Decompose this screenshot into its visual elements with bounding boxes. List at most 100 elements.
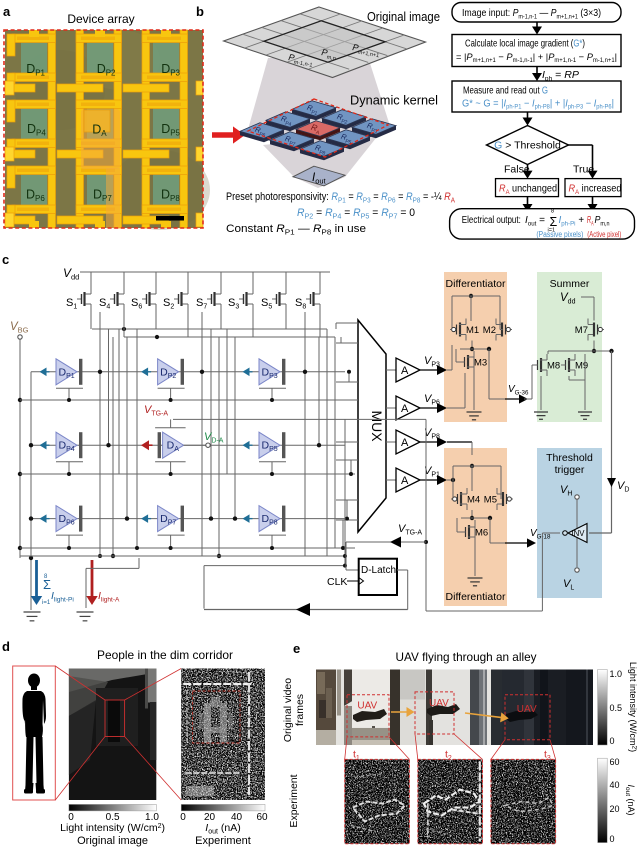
svg-text:DP6: DP6 (26, 188, 45, 204)
svg-text:DP4: DP4 (27, 122, 46, 138)
svg-text:Σ: Σ (550, 215, 558, 229)
svg-text:Differentiator: Differentiator (446, 278, 506, 290)
svg-text:CLK: CLK (327, 576, 347, 588)
svg-text:S3: S3 (228, 297, 239, 311)
svg-text:i=1: i=1 (548, 228, 556, 234)
svg-text:Differentiator: Differentiator (446, 591, 506, 603)
svg-text:UAV flying through an alley: UAV flying through an alley (396, 650, 537, 664)
svg-text:D-Latch: D-Latch (361, 565, 396, 576)
svg-text:UAV: UAV (517, 704, 537, 715)
svg-text:UAV: UAV (429, 698, 449, 709)
svg-text:frames: frames (294, 694, 306, 726)
svg-text:DA: DA (92, 123, 107, 139)
svg-text:RA: RA (587, 215, 594, 227)
svg-text:A: A (401, 437, 409, 449)
svg-text:Pm-1,n-1: Pm-1,n-1 (287, 52, 314, 69)
svg-text:VBG: VBG (10, 321, 29, 335)
svg-text:Iout: Iout (312, 172, 327, 186)
svg-text:M4: M4 (467, 495, 480, 506)
svg-text:RP4: RP4 (279, 114, 293, 128)
svg-text:VL: VL (563, 578, 574, 592)
svg-text:VTG-A: VTG-A (144, 404, 168, 418)
svg-text:0.5: 0.5 (106, 812, 120, 823)
svg-text:+: + (578, 215, 584, 226)
svg-text:S4: S4 (99, 297, 110, 311)
svg-text:DP6: DP6 (59, 513, 75, 527)
svg-text:40: 40 (231, 812, 243, 823)
svg-text:Iph = RP: Iph = RP (542, 69, 579, 82)
svg-text:e: e (293, 641, 300, 656)
svg-text:Vdd: Vdd (63, 266, 79, 282)
svg-text:d: d (2, 639, 10, 654)
svg-text:Measure and read out G: Measure and read out G (463, 85, 548, 97)
svg-text:RP1: RP1 (305, 103, 319, 117)
svg-text:M1: M1 (466, 325, 479, 336)
svg-text:RA increased: RA increased (569, 184, 622, 196)
svg-text:DP4: DP4 (59, 440, 75, 454)
svg-text:Preset photoresponsivity: RP1: Preset photoresponsivity: RP1 = RP3 = RP… (226, 191, 455, 205)
svg-text:People in the dim corridor: People in the dim corridor (97, 648, 233, 662)
svg-text:trigger: trigger (555, 464, 585, 476)
svg-text:Original image: Original image (77, 835, 148, 847)
svg-text:0.5: 0.5 (610, 703, 623, 713)
svg-text:DP5: DP5 (161, 122, 180, 138)
svg-text:M8: M8 (547, 361, 560, 372)
svg-text:S6: S6 (131, 297, 142, 311)
svg-text:60: 60 (610, 757, 620, 767)
svg-text:G > Threshold: G > Threshold (494, 140, 561, 152)
svg-text:S8: S8 (295, 297, 306, 311)
svg-text:VG-18: VG-18 (530, 528, 551, 541)
svg-text:Light intensity (W/cm2): Light intensity (W/cm2) (60, 822, 165, 834)
svg-text:RP2: RP2 (335, 112, 349, 126)
svg-text:a: a (3, 4, 11, 19)
svg-text:DP8: DP8 (161, 188, 180, 204)
svg-text:c: c (2, 252, 9, 267)
svg-text:Iout (nA): Iout (nA) (624, 784, 636, 815)
svg-text:0: 0 (610, 834, 615, 844)
svg-text:RA: RA (309, 122, 322, 137)
svg-text:20: 20 (610, 804, 620, 814)
svg-text:RP8: RP8 (313, 143, 327, 157)
svg-text:S1: S1 (66, 297, 77, 311)
svg-text:Ilight-A: Ilight-A (98, 590, 120, 604)
svg-text:0: 0 (180, 812, 186, 823)
svg-text:40: 40 (610, 780, 620, 790)
svg-text:MUX: MUX (369, 410, 385, 442)
svg-text:UAV: UAV (357, 701, 377, 712)
svg-text:Pm,n: Pm,n (595, 215, 610, 227)
svg-text:M6: M6 (475, 528, 488, 539)
svg-text:DP3: DP3 (262, 366, 278, 380)
svg-text:RP7: RP7 (283, 134, 297, 148)
svg-text:DP2: DP2 (97, 62, 116, 78)
svg-text:DP3: DP3 (161, 62, 180, 78)
svg-text:M9: M9 (575, 361, 588, 372)
svg-text:RP5: RP5 (339, 132, 353, 146)
svg-text:0: 0 (68, 812, 74, 823)
svg-text:Vdd: Vdd (560, 292, 576, 306)
svg-text:0: 0 (610, 736, 615, 746)
svg-text:t2: t2 (445, 749, 452, 763)
svg-text:RP2 = RP4 = RP5 = RP7 = 0: RP2 = RP4 = RP5 = RP7 = 0 (297, 207, 415, 221)
svg-text:VP8: VP8 (424, 427, 440, 441)
svg-text:INV: INV (572, 529, 586, 538)
svg-text:Original image: Original image (367, 10, 440, 24)
svg-text:M5: M5 (484, 495, 497, 506)
svg-text:DP1: DP1 (59, 366, 75, 380)
svg-text:DP7: DP7 (160, 513, 176, 527)
svg-text:b: b (196, 4, 204, 19)
svg-text:Pm,n: Pm,n (320, 47, 337, 62)
svg-text:Device array: Device array (67, 12, 134, 26)
svg-text:Iout =: Iout = (525, 215, 545, 227)
svg-text:VH: VH (560, 484, 572, 498)
svg-text:i=1: i=1 (42, 600, 51, 606)
svg-text:VD-A: VD-A (204, 431, 224, 445)
svg-text:DP7: DP7 (93, 188, 112, 204)
svg-text:Constant RP1 — RP8 in use: Constant RP1 — RP8 in use (226, 223, 366, 237)
svg-text:Calculate local image gradient: Calculate local image gradient (G*) (465, 38, 585, 50)
svg-text:False: False (504, 164, 530, 176)
svg-text:8: 8 (44, 574, 48, 580)
svg-text:RA unchanged: RA unchanged (499, 184, 557, 196)
svg-text:DP1: DP1 (26, 62, 45, 78)
svg-text:DP8: DP8 (262, 513, 278, 527)
svg-text:A: A (401, 403, 409, 415)
